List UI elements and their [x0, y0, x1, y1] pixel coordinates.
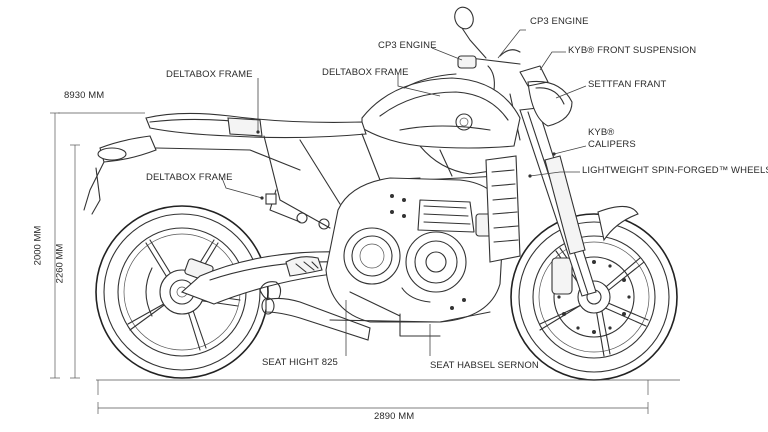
label-settfan-front: SETTFAN FRANT	[588, 79, 667, 90]
label-deltabox-frame-mid: DELTABOX FRAME	[322, 67, 409, 78]
dimension-lines	[50, 112, 649, 414]
seat-tail	[83, 112, 367, 215]
dim-height-outer: 2000 MM	[32, 225, 44, 266]
radiator	[485, 155, 521, 263]
label-deltabox-frame-lower: DELTABOX FRAME	[146, 172, 233, 183]
label-wheels: LIGHTWEIGHT SPIN-FORGED™ WHEELS	[582, 165, 768, 176]
fuel-tank	[361, 73, 521, 177]
label-deltabox-frame-left: DELTABOX FRAME	[166, 69, 253, 80]
label-seat-height: SEAT HIGHT 825	[262, 357, 338, 368]
dim-height-inner: 2260 MM	[54, 243, 66, 284]
label-front-suspension: KYB® FRONT SUSPENSION	[568, 45, 697, 56]
label-kyb-calipers-line1: KYB®	[588, 127, 615, 138]
label-cp3-engine-mid: CP3 ENGINE	[378, 40, 437, 51]
headlight	[454, 6, 573, 127]
label-seat-harsel: SEAT HABSEL SERNON	[430, 360, 539, 371]
label-cp3-engine-top: CP3 ENGINE	[530, 16, 589, 27]
label-kyb-calipers-line2: CALIPERS	[588, 139, 636, 150]
front-wheel	[510, 213, 678, 381]
front-fork	[509, 93, 639, 297]
exhaust	[261, 297, 491, 341]
dim-top-length: 8930 MM	[64, 90, 105, 101]
dim-overall-length: 2890 MM	[374, 411, 415, 422]
engine	[325, 177, 505, 323]
leader-lines	[221, 29, 587, 356]
